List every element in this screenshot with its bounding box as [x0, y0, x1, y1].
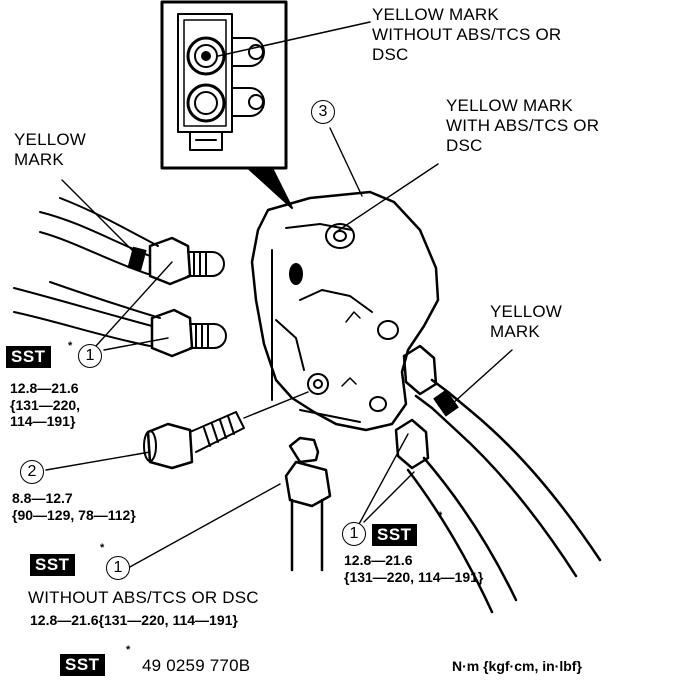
callout-yellow-mark-without: YELLOW MARK WITHOUT ABS/TCS OR DSC	[372, 5, 562, 65]
part-number-3: 3	[311, 100, 335, 124]
callout-yellow-mark-with: YELLOW MARK WITH ABS/TCS OR DSC	[446, 96, 600, 156]
right-pipes	[394, 344, 602, 614]
without-abs-note: WITHOUT ABS/TCS OR DSC	[28, 588, 259, 607]
sst-asterisk-right: *	[438, 510, 443, 522]
inset-pointer	[247, 167, 293, 209]
torque-spec-right: 12.8—21.6 {131—220, 114—191}	[344, 552, 484, 585]
inset-detail-view	[160, 0, 371, 170]
sst-badge-left: SST	[6, 346, 51, 368]
callout-yellow-mark-left: YELLOW MARK	[14, 130, 87, 170]
torque-spec-middle: 12.8—21.6{131—220, 114—191}	[30, 612, 238, 628]
part-number-1-middle: 1	[106, 556, 130, 580]
units-legend: N·m {kgf·cm, in·lbf}	[452, 658, 582, 674]
sst-asterisk-middle: *	[100, 542, 105, 554]
part-number-1-right: 1	[342, 522, 366, 546]
sst-asterisk-legend: *	[126, 644, 131, 656]
callout-yellow-mark-right: YELLOW MARK	[490, 302, 563, 342]
torque-spec-left: 12.8—21.6 {131—220, 114—191}	[10, 380, 81, 430]
part-number-2: 2	[20, 460, 44, 484]
leader-lines	[45, 127, 513, 569]
sst-tool-number: 49 0259 770B	[142, 656, 251, 675]
part-number-1-left: 1	[78, 344, 102, 368]
left-pipes	[13, 197, 227, 358]
union-bolt	[143, 411, 245, 470]
torque-spec-bolt: 8.8—12.7 {90—129, 78—112}	[12, 490, 136, 523]
sst-badge-middle: SST	[30, 554, 75, 576]
valve-body	[250, 190, 440, 432]
middle-pipe	[284, 436, 332, 572]
sst-badge-right: SST	[372, 524, 417, 546]
sst-asterisk-left: *	[68, 340, 73, 352]
sst-badge-legend: SST	[60, 654, 105, 676]
